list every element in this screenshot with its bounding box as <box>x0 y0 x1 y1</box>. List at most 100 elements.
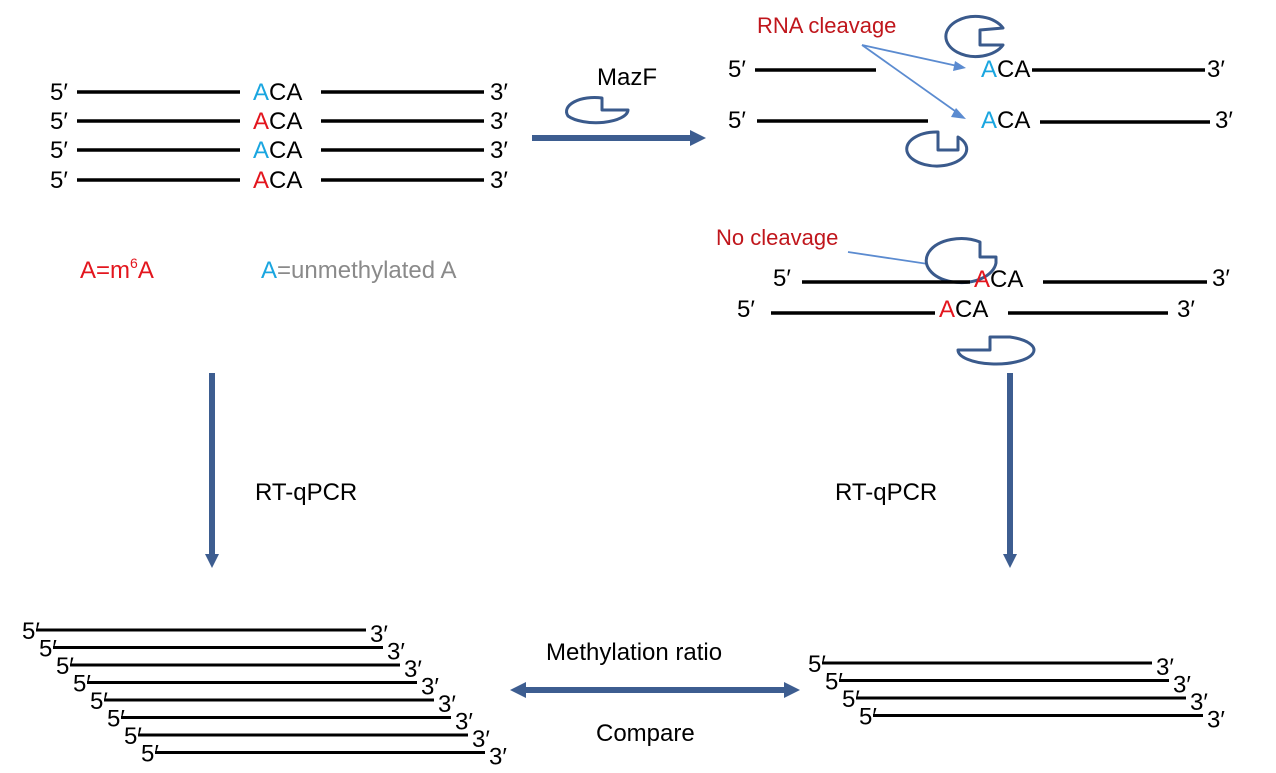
mazf-enzyme-icon <box>956 335 1036 366</box>
mazf-enzyme-icon <box>944 15 1005 58</box>
motif-adenosine: A <box>981 107 997 134</box>
rt-qpcr-arrow-head <box>205 554 219 568</box>
mazf-enzyme-icon <box>924 237 998 285</box>
five-prime-label: 5′ <box>141 741 159 768</box>
three-prime-label: 3′ <box>404 656 422 683</box>
cleaved-strands: RNA cleavage 5′ ACA 3′ 5′ ACA 3′ <box>728 13 1233 168</box>
three-prime-label: 3′ <box>1190 689 1208 716</box>
motif-site: ACA <box>253 167 302 194</box>
legend-methylated-tail: A <box>138 257 154 284</box>
cleaved-strand: 5′ ACA 3′ <box>728 107 1233 134</box>
five-prime-label: 5′ <box>73 671 91 698</box>
input-strand: 5′ ACA 3′ <box>50 108 508 135</box>
cleavage-pointer-arrow <box>861 44 963 117</box>
motif-site: ACA <box>974 266 1023 293</box>
input-rna-strands: 5′ ACA 3′ 5′ ACA 3′ 5′ ACA 3′ 5′ ACA <box>50 79 508 194</box>
five-prime-label: 5′ <box>56 653 74 680</box>
treated-amplification-products: 5′3′5′3′5′3′5′3′ <box>808 651 1225 734</box>
compare-label: Compare <box>596 720 695 747</box>
legend-methylated-superscript: 6 <box>130 255 138 271</box>
motif-adenosine: A <box>253 108 269 135</box>
three-prime-label: 3′ <box>490 108 508 135</box>
five-prime-label: 5′ <box>50 167 68 194</box>
motif-remainder: CA <box>269 137 302 164</box>
motif-site: ACA <box>253 137 302 164</box>
five-prime-label: 5′ <box>50 108 68 135</box>
compare-arrow-head-left <box>510 682 526 698</box>
motif-remainder: CA <box>955 296 988 323</box>
three-prime-label: 3′ <box>370 621 388 648</box>
amplicon: 5′ 3′ <box>141 741 507 771</box>
three-prime-label: 3′ <box>438 691 456 718</box>
protected-strands: No cleavage 5′ ACA 3′ 5′ ACA 3′ <box>716 225 1230 366</box>
rna-cleavage-note: RNA cleavage <box>757 13 896 38</box>
five-prime-label: 5′ <box>859 704 877 731</box>
control-amplification-products: 5′3′5′3′5′3′5′3′5′3′5′3′5′3′5′3′ <box>22 618 507 771</box>
motif-site: ACA <box>253 108 302 135</box>
amplicon: 5′ 3′ <box>39 636 405 666</box>
five-prime-label: 5′ <box>825 669 843 696</box>
five-prime-label: 5′ <box>90 688 108 715</box>
legend: A=m6A A=unmethylated A <box>80 255 456 284</box>
motif-remainder: CA <box>269 79 302 106</box>
five-prime-label: 5′ <box>728 107 746 134</box>
motif-remainder: CA <box>269 108 302 135</box>
protected-strand: 5′ ACA 3′ <box>773 265 1230 293</box>
amplicon: 5′ 3′ <box>90 688 456 718</box>
compare-arrow-head-right <box>784 682 800 698</box>
methylation-ratio-label: Methylation ratio <box>546 639 722 666</box>
three-prime-label: 3′ <box>1156 654 1174 681</box>
rt-qpcr-label: RT-qPCR <box>255 479 357 506</box>
amplicon: 5′ 3′ <box>825 669 1191 699</box>
motif-adenosine: A <box>253 167 269 194</box>
motif-remainder: CA <box>997 56 1030 83</box>
three-prime-label: 3′ <box>489 744 507 771</box>
cleavage-pointer-head <box>953 61 966 71</box>
input-strand: 5′ ACA 3′ <box>50 79 508 106</box>
rt-qpcr-left: RT-qPCR <box>205 373 357 568</box>
legend-methylated: A=m6A <box>80 255 154 284</box>
enzyme-label: MazF <box>597 64 657 91</box>
three-prime-label: 3′ <box>1212 265 1230 292</box>
motif-remainder: CA <box>990 266 1023 293</box>
amplicon: 5′3′ <box>107 706 473 736</box>
input-strand: 5′ ACA 3′ <box>50 167 508 194</box>
motif-site: ACA <box>981 107 1030 134</box>
protected-strand: 5′ ACA 3′ <box>737 296 1195 323</box>
cleavage-pointer-head <box>951 108 966 119</box>
five-prime-label: 5′ <box>773 265 791 292</box>
three-prime-label: 3′ <box>1173 672 1191 699</box>
cleaved-strand: 5′ ACA 3′ <box>728 56 1225 83</box>
motif-site: ACA <box>253 79 302 106</box>
three-prime-label: 3′ <box>421 674 439 701</box>
five-prime-label: 5′ <box>39 636 57 663</box>
treatment-arrow-head <box>690 130 706 146</box>
motif-site: ACA <box>981 56 1030 83</box>
motif-adenosine: A <box>981 56 997 83</box>
amplicon: 5′ 3′ <box>56 653 422 683</box>
legend-unmethylated-text: =unmethylated A <box>277 257 456 284</box>
rt-qpcr-arrow-head <box>1003 554 1017 568</box>
motif-adenosine: A <box>253 137 269 164</box>
five-prime-label: 5′ <box>124 723 142 750</box>
mazf-enzyme-icon <box>905 130 969 168</box>
five-prime-label: 5′ <box>50 137 68 164</box>
motif-site: ACA <box>939 296 988 323</box>
amplicon: 5′3′ <box>22 618 388 648</box>
rt-qpcr-label: RT-qPCR <box>835 479 937 506</box>
motif-remainder: CA <box>997 107 1030 134</box>
three-prime-label: 3′ <box>490 79 508 106</box>
legend-unmethylated: A=unmethylated A <box>261 257 456 284</box>
mazf-treatment: MazF <box>532 64 706 146</box>
three-prime-label: 3′ <box>490 137 508 164</box>
three-prime-label: 3′ <box>387 639 405 666</box>
mazf-enzyme-icon <box>565 96 630 125</box>
amplicon: 5′ 3′ <box>808 651 1174 681</box>
amplicon: 5′3′ <box>124 723 490 753</box>
five-prime-label: 5′ <box>107 706 125 733</box>
five-prime-label: 5′ <box>842 686 860 713</box>
five-prime-label: 5′ <box>808 651 826 678</box>
three-prime-label: 3′ <box>1177 296 1195 323</box>
legend-unmethylated-letter: A <box>261 257 277 284</box>
